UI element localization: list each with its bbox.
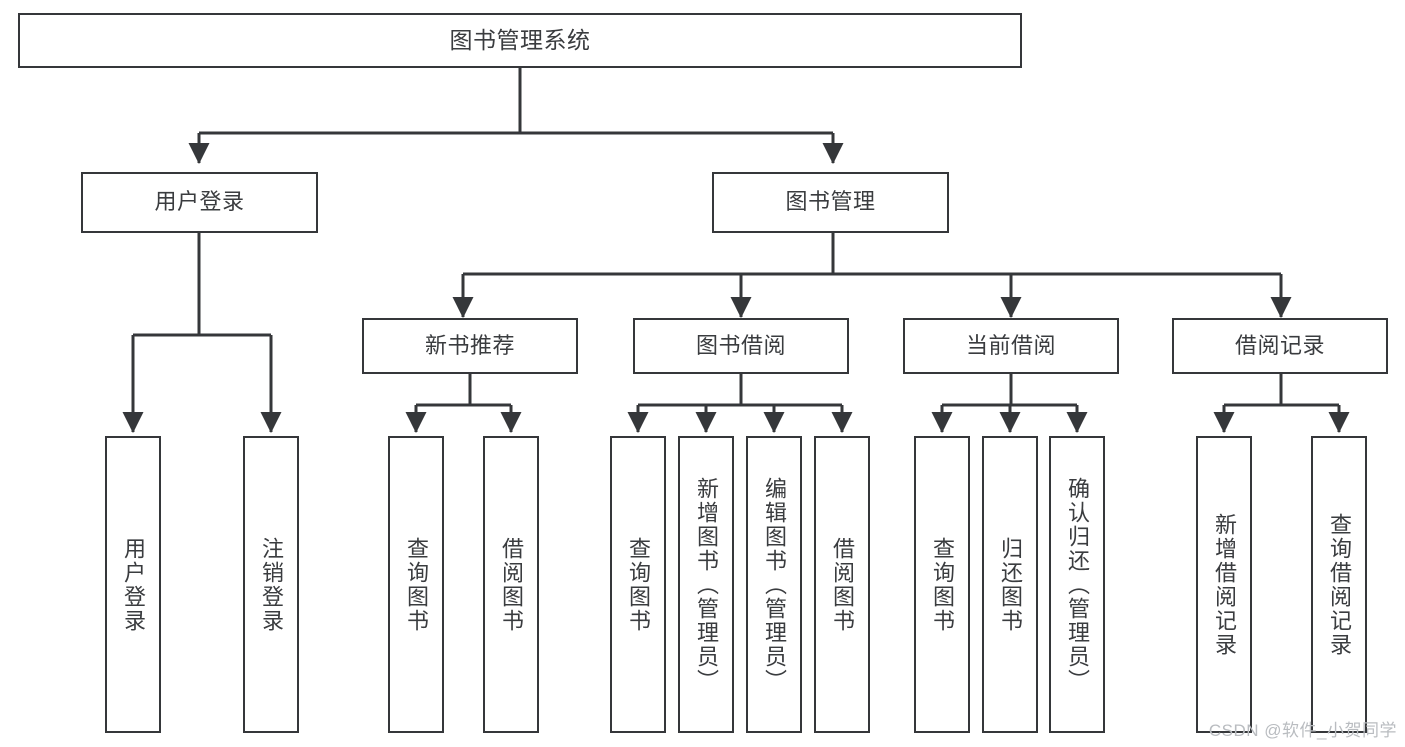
node-label: 查询借阅记录 xyxy=(1326,512,1352,657)
node-label: 确认归还（管理员） xyxy=(1064,476,1090,693)
node-label: 用户登录 xyxy=(120,536,146,633)
node-label: 用户登录 xyxy=(154,189,245,215)
node-label: 图书管理系统 xyxy=(449,26,591,53)
node-label: 归还图书 xyxy=(997,536,1023,633)
node-label: 图书管理 xyxy=(785,189,876,215)
node-new-book-recommendation[interactable]: 新书推荐 xyxy=(362,318,578,374)
node-leaf-add-book[interactable]: 新增图书（管理员） xyxy=(678,436,734,733)
node-leaf-query-record[interactable]: 查询借阅记录 xyxy=(1311,436,1367,733)
node-leaf-add-record[interactable]: 新增借阅记录 xyxy=(1196,436,1252,733)
node-borrow-record[interactable]: 借阅记录 xyxy=(1172,318,1388,374)
node-leaf-return-book[interactable]: 归还图书 xyxy=(982,436,1038,733)
node-leaf-confirm-return[interactable]: 确认归还（管理员） xyxy=(1049,436,1105,733)
node-label: 查询图书 xyxy=(929,536,955,633)
node-label: 新书推荐 xyxy=(424,332,515,358)
node-label: 编辑图书（管理员） xyxy=(761,476,787,693)
node-book-management[interactable]: 图书管理 xyxy=(712,172,949,233)
node-leaf-borrow-book-2[interactable]: 借阅图书 xyxy=(814,436,870,733)
node-label: 查询图书 xyxy=(403,536,429,633)
node-leaf-user-login[interactable]: 用户登录 xyxy=(105,436,161,733)
node-leaf-query-book-3[interactable]: 查询图书 xyxy=(914,436,970,733)
node-label: 图书借阅 xyxy=(695,332,786,358)
node-label: 借阅图书 xyxy=(829,536,855,633)
node-book-borrow[interactable]: 图书借阅 xyxy=(633,318,849,374)
node-leaf-logout[interactable]: 注销登录 xyxy=(243,436,299,733)
node-label: 当前借阅 xyxy=(965,332,1056,358)
node-root-book-management-system[interactable]: 图书管理系统 xyxy=(18,13,1022,68)
node-label: 查询图书 xyxy=(625,536,651,633)
node-user-login[interactable]: 用户登录 xyxy=(81,172,318,233)
node-leaf-query-book-2[interactable]: 查询图书 xyxy=(610,436,666,733)
node-leaf-borrow-book-1[interactable]: 借阅图书 xyxy=(483,436,539,733)
node-label: 新增图书（管理员） xyxy=(693,476,719,693)
node-current-borrow[interactable]: 当前借阅 xyxy=(903,318,1119,374)
node-label: 注销登录 xyxy=(258,536,284,633)
node-label: 借阅图书 xyxy=(498,536,524,633)
node-leaf-edit-book[interactable]: 编辑图书（管理员） xyxy=(746,436,802,733)
node-leaf-query-book-1[interactable]: 查询图书 xyxy=(388,436,444,733)
node-label: 借阅记录 xyxy=(1234,332,1325,358)
node-label: 新增借阅记录 xyxy=(1211,512,1237,657)
